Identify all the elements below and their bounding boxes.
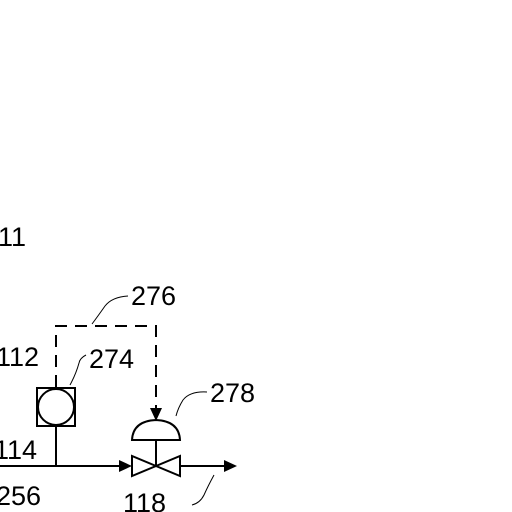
control-valve-icon xyxy=(131,454,181,478)
controller-circle-icon xyxy=(37,388,75,426)
leader-276 xyxy=(91,295,129,325)
signal-arrow-icon xyxy=(150,408,162,421)
label-274: 274 xyxy=(89,344,134,374)
leader-278 xyxy=(175,391,208,417)
label-278: 278 xyxy=(210,378,255,408)
label-112: 112 xyxy=(0,342,39,372)
label-276: 276 xyxy=(131,281,176,311)
label-118: 118 xyxy=(123,488,166,512)
label-11: 11 xyxy=(0,222,26,252)
label-114: 114 xyxy=(0,435,37,465)
control-signal-line xyxy=(55,325,157,408)
leader-274 xyxy=(69,354,87,386)
label-256: 256 xyxy=(0,481,41,511)
valve-actuator-icon xyxy=(130,418,182,441)
outlet-arrow-icon xyxy=(224,460,237,472)
leader-118 xyxy=(191,474,215,506)
inlet-arrow-icon xyxy=(119,460,132,472)
